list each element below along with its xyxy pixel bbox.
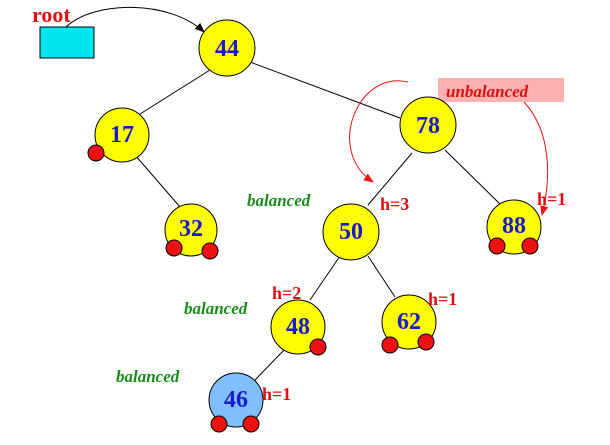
height-label-48: h=2	[272, 283, 301, 303]
null-child-dot	[309, 338, 327, 356]
tree-node-32: 32	[164, 203, 219, 260]
node-circle	[270, 299, 326, 355]
edge-78-50	[367, 152, 413, 206]
edge-50-48	[309, 255, 341, 301]
node-circle	[198, 19, 256, 77]
balanced-label-48: balanced	[184, 299, 248, 318]
root-label: root	[32, 2, 71, 27]
edge-50-62	[367, 255, 396, 298]
node-value: 88	[502, 213, 526, 239]
null-child-dot	[201, 242, 219, 260]
node-circle	[208, 372, 264, 428]
node-value: 17	[110, 122, 134, 148]
tree-edges	[134, 61, 501, 381]
tree-node-62: 62	[381, 294, 437, 354]
null-child-dot	[87, 144, 105, 162]
tree-node-78: 78	[399, 96, 457, 154]
node-value: 50	[339, 219, 363, 245]
node-value: 62	[397, 309, 421, 335]
null-child-dot	[210, 415, 228, 433]
height-label-46: h=1	[262, 384, 291, 404]
rotation-arrow-left	[349, 80, 409, 183]
node-value: 46	[224, 387, 248, 413]
tree-node-17: 17	[87, 107, 150, 163]
height-label-88: h=1	[537, 189, 566, 209]
null-child-dot	[381, 336, 399, 354]
tree-node-50: 50	[322, 203, 380, 261]
height-label-50: h=3	[380, 194, 409, 214]
unbalanced-label: unbalanced	[446, 82, 529, 101]
height-label-62: h=1	[428, 289, 457, 309]
root-pointer-box	[39, 26, 95, 59]
null-child-dot	[488, 237, 506, 255]
root-arrow	[65, 6, 205, 33]
tree-node-46: 46	[208, 372, 264, 433]
unbalanced-label-box	[438, 78, 564, 102]
null-child-dot	[165, 239, 183, 257]
tree-node-48: 48	[270, 299, 327, 356]
node-circle	[399, 96, 457, 154]
node-value: 48	[286, 314, 310, 340]
node-value: 78	[416, 113, 440, 139]
node-circle	[322, 203, 380, 261]
node-circle	[94, 107, 150, 163]
null-child-dot	[521, 237, 539, 255]
rotation-arrow-right	[523, 101, 549, 216]
balanced-label-46: balanced	[116, 367, 180, 386]
edge-48-46	[254, 348, 286, 381]
edge-17-32	[134, 154, 181, 208]
node-value: 32	[179, 216, 203, 242]
tree-node-44: 44	[198, 19, 256, 77]
node-value: 44	[215, 36, 239, 62]
null-child-dot	[417, 333, 435, 351]
null-child-dot	[242, 415, 260, 433]
edge-78-88	[444, 149, 501, 205]
tree-node-88: 88	[486, 199, 542, 255]
edge-44-17	[139, 69, 211, 115]
edge-44-78	[249, 61, 401, 119]
balanced-label-50: balanced	[247, 191, 311, 210]
